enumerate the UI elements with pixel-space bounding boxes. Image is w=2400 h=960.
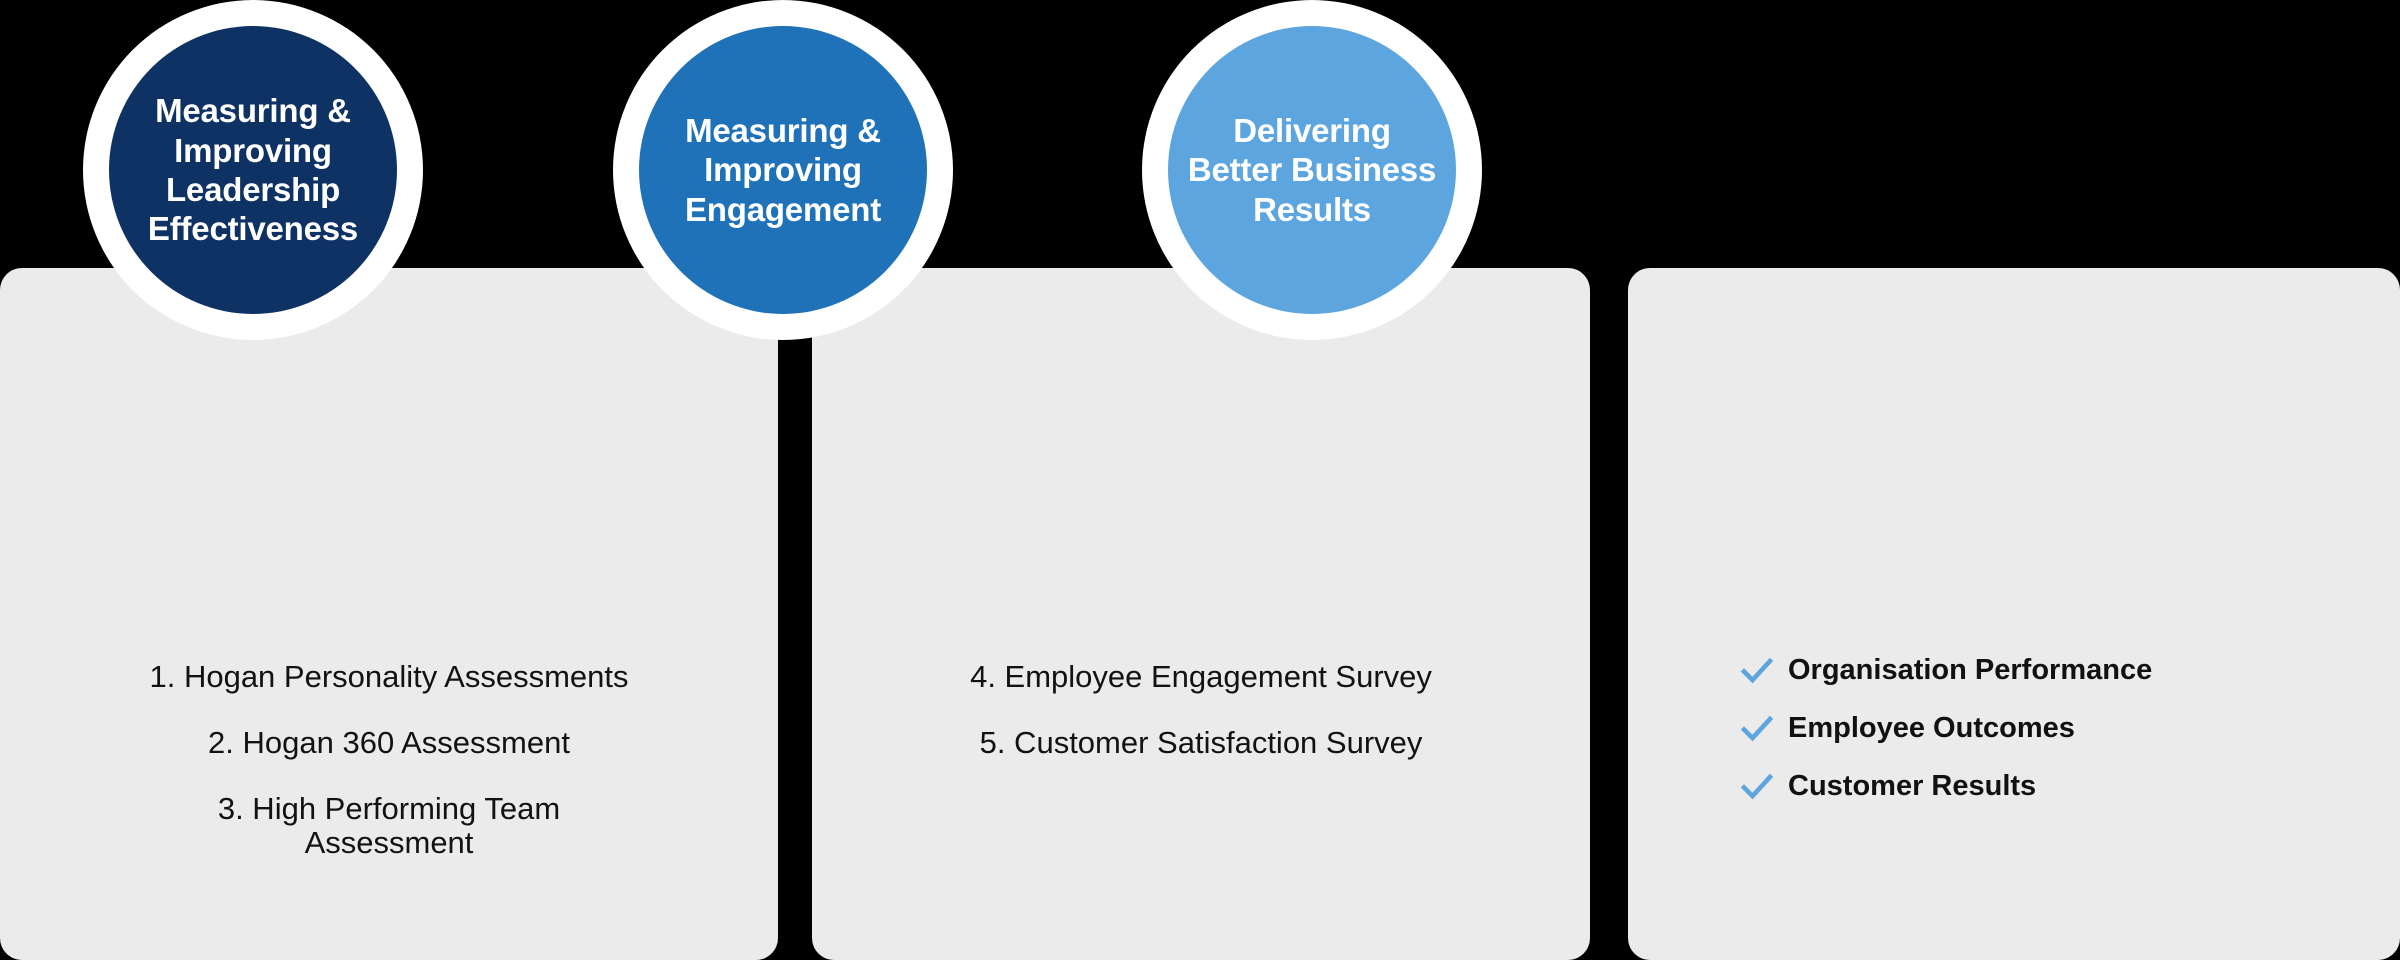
check-icon xyxy=(1740,654,1774,688)
circle-badge-leadership-effectiveness: Measuring & Improving Leadership Effecti… xyxy=(83,0,423,340)
list-item: Employee Outcomes xyxy=(1740,712,2370,746)
list-item-label: Customer Results xyxy=(1788,770,2037,803)
circle-badge-business-results: Delivering Better Business Results xyxy=(1142,0,1482,340)
list-item: Customer Results xyxy=(1740,770,2370,804)
list-item: 3. High Performing Team Assessment xyxy=(217,791,561,861)
panel-business-results: Organisation Performance Employee Outcom… xyxy=(1628,268,2400,960)
numbered-list-panel-1: 1. Hogan Personality Assessments 2. Hoga… xyxy=(0,659,778,892)
circle-title: Measuring & Improving Engagement xyxy=(684,112,882,228)
list-item: 5. Customer Satisfaction Survey xyxy=(979,725,1423,761)
circle-badge-engagement: Measuring & Improving Engagement xyxy=(613,0,953,340)
panel-leadership-effectiveness: 1. Hogan Personality Assessments 2. Hoga… xyxy=(0,268,778,960)
circle-fill: Measuring & Improving Engagement xyxy=(639,26,927,314)
check-icon xyxy=(1740,712,1774,746)
list-item-label: Employee Outcomes xyxy=(1788,712,2075,745)
circle-fill: Measuring & Improving Leadership Effecti… xyxy=(109,26,397,314)
numbered-list-panel-2: 4. Employee Engagement Survey 5. Custome… xyxy=(812,659,1590,792)
list-item: 2. Hogan 360 Assessment xyxy=(208,725,570,761)
checklist-panel-3: Organisation Performance Employee Outcom… xyxy=(1740,654,2370,828)
list-item-label: Organisation Performance xyxy=(1788,654,2153,687)
circle-title: Delivering Better Business Results xyxy=(1187,112,1437,228)
panel-engagement: 4. Employee Engagement Survey 5. Custome… xyxy=(812,268,1590,960)
list-item: Organisation Performance xyxy=(1740,654,2370,688)
list-item: 1. Hogan Personality Assessments xyxy=(149,659,629,694)
circle-fill: Delivering Better Business Results xyxy=(1168,26,1456,314)
list-item: 4. Employee Engagement Survey xyxy=(970,659,1432,694)
check-icon xyxy=(1740,770,1774,804)
circle-title: Measuring & Improving Leadership Effecti… xyxy=(147,92,359,248)
